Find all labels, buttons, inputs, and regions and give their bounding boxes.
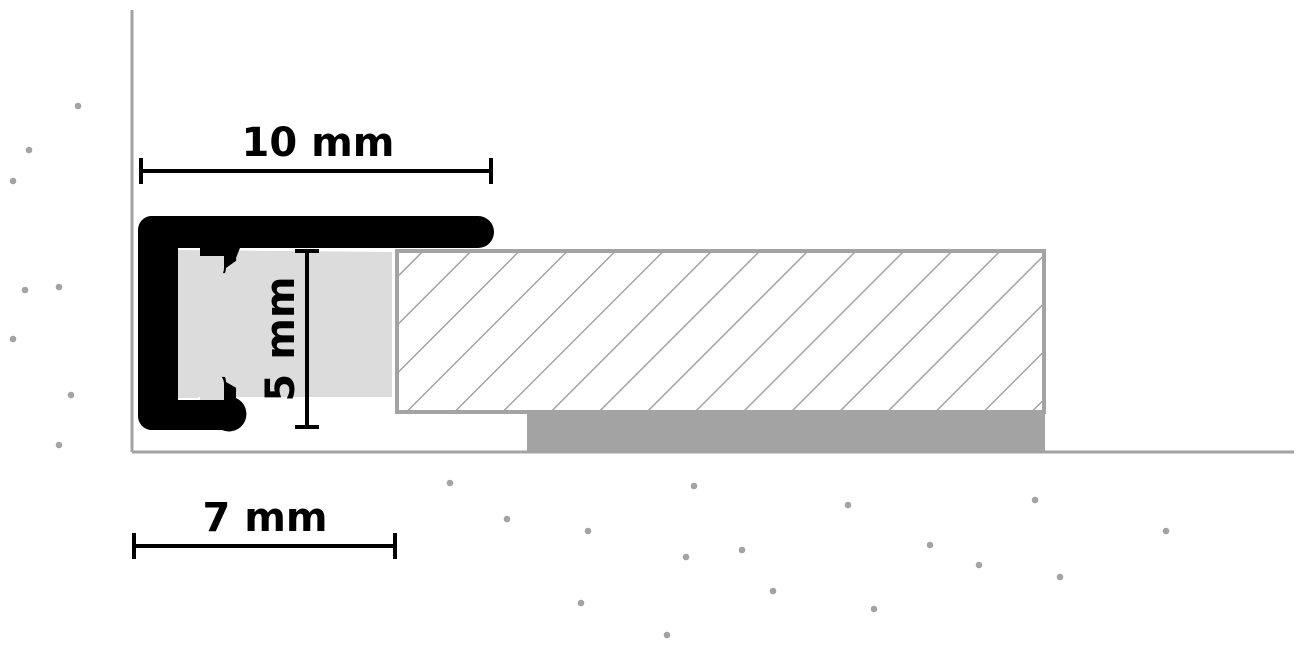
concrete-texture <box>9 102 1170 639</box>
width-dimension-label: 10 mm <box>242 120 395 166</box>
floor-depth-dimension-label: 7 mm <box>202 495 327 541</box>
skirting-profile <box>137 216 495 432</box>
width-dimension: 10 mm <box>139 120 493 184</box>
floor-board <box>395 249 1046 414</box>
height-dimension: 5 mm <box>258 249 319 429</box>
floor-depth-dimension: 7 mm <box>132 495 397 559</box>
underlay <box>527 412 1045 451</box>
height-dimension-label: 5 mm <box>258 276 304 401</box>
